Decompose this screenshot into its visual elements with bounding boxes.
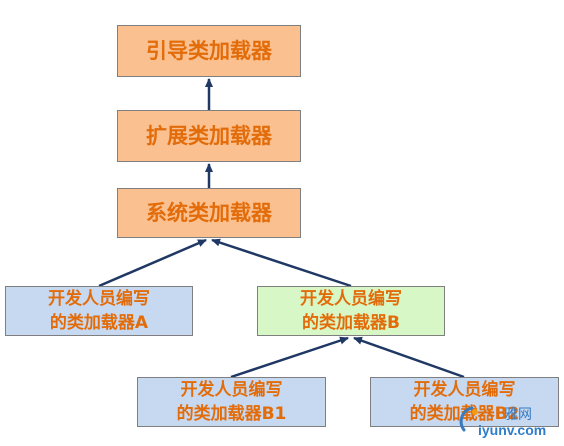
extension-classloader-node: 扩展类加载器 bbox=[117, 110, 301, 162]
custom-classloader-b1-line2: 的类加载器B1 bbox=[176, 404, 287, 424]
arrow-custom-b1-to-custom-b bbox=[230, 336, 349, 379]
system-classloader-node: 系统类加载器 bbox=[117, 188, 301, 238]
custom-classloader-b2-node: 开发人员编写 的类加载器B2 bbox=[370, 377, 559, 427]
arrow-custom-a-to-system bbox=[98, 238, 207, 288]
custom-classloader-a-line1: 开发人员编写 bbox=[48, 289, 150, 309]
extension-classloader-label: 扩展类加载器 bbox=[146, 124, 272, 148]
system-classloader-label: 系统类加载器 bbox=[146, 201, 272, 225]
custom-classloader-b1-line1: 开发人员编写 bbox=[180, 380, 283, 400]
watermark-top-text: 雅网 bbox=[504, 407, 532, 423]
bootstrap-classloader-label: 引导类加载器 bbox=[146, 39, 272, 63]
custom-classloader-a-line2: 的类加载器A bbox=[49, 313, 149, 333]
arrow-custom-b-to-system bbox=[211, 238, 352, 288]
arrow-custom-b2-to-custom-b bbox=[353, 336, 465, 379]
watermark-bottom-text: iyunv.com bbox=[478, 422, 547, 438]
custom-classloader-b-node: 开发人员编写 的类加载器B bbox=[257, 286, 445, 336]
custom-classloader-b1-node: 开发人员编写 的类加载器B1 bbox=[137, 377, 326, 427]
custom-classloader-a-node: 开发人员编写 的类加载器A bbox=[5, 286, 193, 336]
custom-classloader-b-line1: 开发人员编写 bbox=[300, 289, 402, 309]
custom-classloader-b2-line1: 开发人员编写 bbox=[413, 380, 516, 400]
bootstrap-classloader-node: 引导类加载器 bbox=[117, 25, 301, 77]
custom-classloader-b-line2: 的类加载器B bbox=[302, 313, 400, 333]
watermark-logo-icon bbox=[459, 406, 478, 432]
site-watermark: 雅网 iyunv.com bbox=[456, 398, 560, 442]
